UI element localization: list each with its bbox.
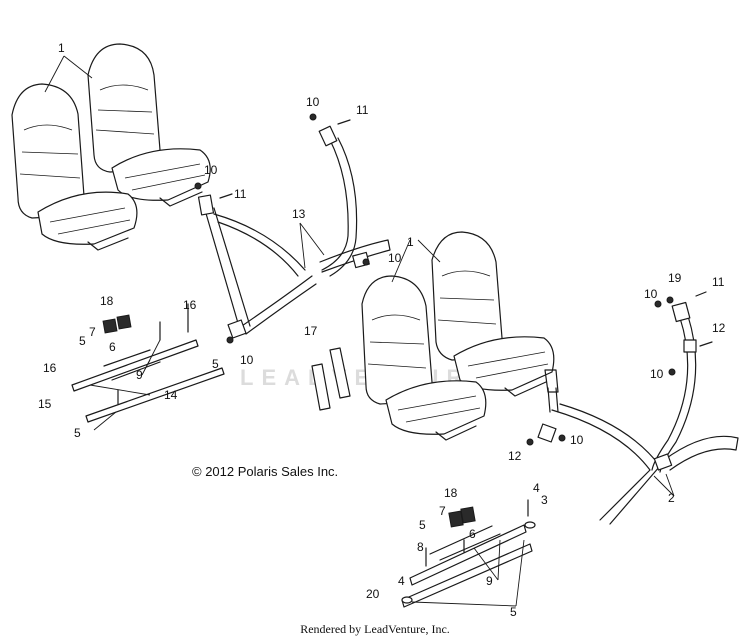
callout-5-a: 5 — [79, 334, 86, 348]
callout-1-b: 1 — [407, 235, 414, 249]
callout-4-a: 4 — [533, 481, 540, 495]
leader-lines — [44, 55, 675, 607]
callout-10-g: 10 — [240, 353, 254, 367]
callout-11-b: 11 — [234, 187, 247, 201]
copyright-text: © 2012 Polaris Sales Inc. — [192, 464, 339, 479]
callout-5-b: 5 — [212, 357, 219, 371]
seat-belt-upper — [197, 125, 391, 339]
hardware — [194, 113, 713, 446]
callout-11-c: 11 — [712, 275, 725, 289]
seat-belt-lower — [537, 301, 739, 525]
seat-upper-left-front — [11, 83, 138, 251]
callout-13: 13 — [292, 207, 306, 221]
callout-12-b: 12 — [508, 449, 522, 463]
callout-12-a: 12 — [712, 321, 726, 335]
callout-10-e: 10 — [650, 367, 664, 381]
callout-5-e: 5 — [510, 605, 517, 619]
callout-18-a: 18 — [100, 294, 114, 308]
seat-rail-lower — [401, 499, 536, 608]
callout-11-a: 11 — [356, 103, 369, 117]
callout-9-a: 9 — [136, 368, 143, 382]
callout-10-f: 10 — [570, 433, 584, 447]
callout-6-a: 6 — [109, 340, 116, 354]
callout-10-b: 10 — [204, 163, 218, 177]
callout-9-b: 9 — [486, 574, 493, 588]
seat-rail-left — [71, 303, 225, 423]
callout-5-d: 5 — [419, 518, 426, 532]
callout-2: 2 — [668, 491, 675, 505]
callout-16-b: 16 — [43, 361, 57, 375]
callout-14: 14 — [164, 388, 178, 402]
callout-8: 8 — [417, 540, 424, 554]
callout-17: 17 — [304, 324, 318, 338]
rendered-by-text: Rendered by LeadVenture, Inc. — [300, 622, 450, 636]
callout-7-b: 7 — [439, 504, 446, 518]
callout-3: 3 — [541, 493, 548, 507]
callout-4-b: 4 — [398, 574, 405, 588]
callout-1-a: 1 — [58, 41, 65, 55]
seat-center-right-rear — [431, 231, 555, 397]
callout-6-b: 6 — [469, 527, 476, 541]
callout-10-d: 10 — [644, 287, 658, 301]
callout-10-c: 10 — [388, 251, 402, 265]
seat-center-right-front — [361, 275, 487, 441]
callout-5-c: 5 — [74, 426, 81, 440]
callout-7-a: 7 — [89, 325, 96, 339]
callout-18-b: 18 — [444, 486, 458, 500]
callout-15: 15 — [38, 397, 52, 411]
callout-20: 20 — [366, 587, 380, 601]
callout-19: 19 — [668, 271, 682, 285]
callout-16-a: 16 — [183, 298, 197, 312]
callouts: 1 1 10 11 10 11 13 2 10 10 19 11 12 10 1… — [38, 41, 726, 619]
seat-upper-left-rear — [87, 43, 211, 207]
side-pads — [311, 347, 351, 411]
callout-10-a: 10 — [306, 95, 320, 109]
